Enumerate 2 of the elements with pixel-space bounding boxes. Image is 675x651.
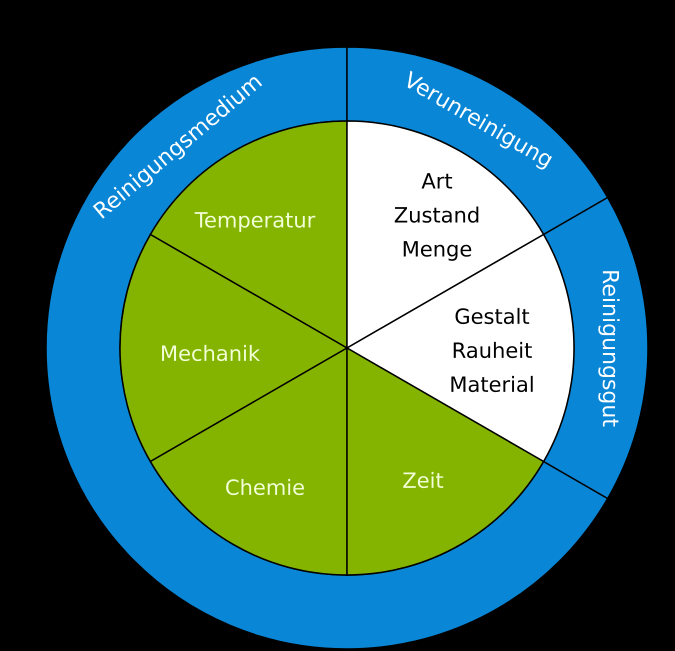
pie-sector: Mechanik	[119, 234, 348, 462]
ring-segment: Reinigungsgut	[542, 196, 649, 500]
